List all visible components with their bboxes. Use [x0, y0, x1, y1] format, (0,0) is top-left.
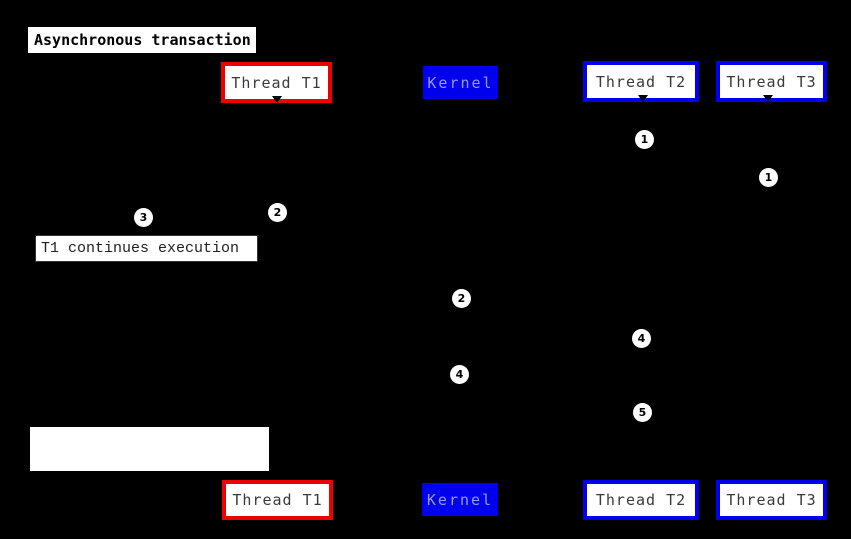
step-marker-1b: 1 [759, 168, 778, 187]
step-marker-1: 1 [635, 130, 654, 149]
blank-note-box [30, 427, 269, 471]
step-marker-4b: 4 [450, 365, 469, 384]
diagram-title: Asynchronous transaction [27, 26, 257, 54]
step-marker-2b: 2 [452, 289, 471, 308]
actor-box-thread-t1-bottom: Thread T1 [222, 480, 333, 520]
step-marker-4: 4 [632, 329, 651, 348]
step-marker-2: 2 [268, 203, 287, 222]
actor-box-thread-t2-bottom: Thread T2 [583, 480, 699, 520]
actor-box-kernel-top: Kernel [423, 66, 498, 99]
note-t1-continues: T1 continues execution [35, 235, 258, 262]
step-marker-5: 5 [633, 403, 652, 422]
lifeline-notch [638, 95, 648, 102]
actor-box-thread-t3-bottom: Thread T3 [716, 480, 827, 520]
lifeline-notch [272, 96, 282, 103]
step-marker-3: 3 [134, 208, 153, 227]
lifeline-notch [763, 95, 773, 102]
actor-box-kernel-bottom: Kernel [422, 483, 498, 516]
